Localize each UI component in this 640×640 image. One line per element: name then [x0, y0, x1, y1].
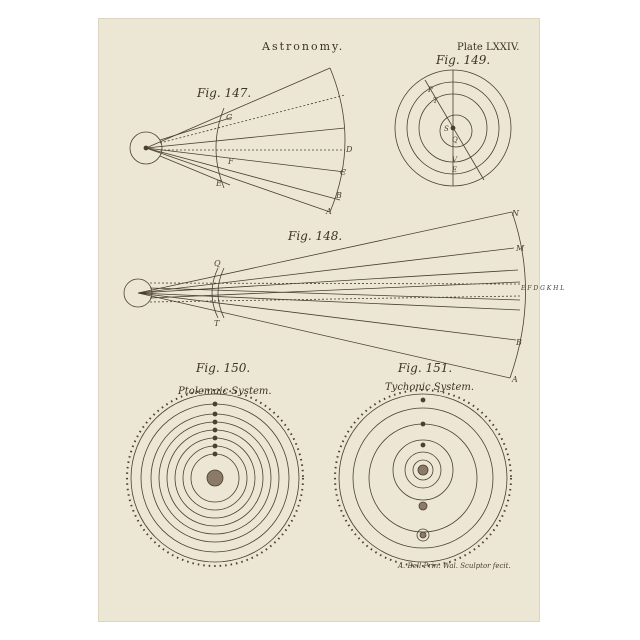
fig151-label: Fig. 151. — [397, 361, 452, 375]
fig150-label: Fig. 150. — [195, 361, 250, 375]
svg-text:D: D — [345, 145, 353, 154]
svg-text:S: S — [444, 125, 449, 133]
fig147-label: Fig. 147. — [196, 86, 251, 100]
svg-text:P: P — [427, 86, 433, 94]
svg-text:G: G — [226, 113, 233, 122]
fig148-diagram: Q T N M B A E F D G K H L — [123, 209, 564, 384]
svg-text:A: A — [511, 375, 518, 384]
fig148-label: Fig. 148. — [287, 229, 342, 243]
svg-text:C: C — [340, 168, 346, 177]
fig147-diagram: G F E D C B A — [129, 67, 353, 216]
fig149-label: Fig. 149. — [435, 53, 490, 67]
svg-text:N: N — [511, 209, 520, 218]
svg-text:A: A — [325, 207, 332, 216]
svg-text:M: M — [515, 244, 525, 253]
svg-text:F: F — [227, 157, 234, 166]
ptolemaic-system-diagram — [126, 389, 304, 567]
engraver-imprint: A. Bell Prin. Wal. Sculptor fecit. — [397, 562, 511, 570]
svg-text:E F D G K H L: E F D G K H L — [520, 285, 564, 292]
svg-text:E: E — [215, 179, 222, 188]
svg-text:T: T — [433, 97, 439, 105]
svg-text:E: E — [451, 166, 457, 174]
svg-text:Q: Q — [214, 259, 221, 268]
svg-text:T: T — [214, 319, 220, 328]
fig150-caption: Ptolemaic System. — [177, 386, 272, 397]
svg-text:Q: Q — [452, 136, 458, 144]
fig149-diagram: P T S Q V E — [394, 69, 512, 187]
svg-text:V: V — [452, 156, 458, 164]
svg-text:B: B — [335, 191, 342, 200]
plate-number: Plate LXXIV. — [457, 42, 520, 53]
svg-text:B: B — [515, 338, 522, 347]
tychonic-system-diagram — [334, 389, 512, 567]
fig151-caption: Tychonic System. — [385, 382, 474, 393]
plate-title: Astronomy. — [261, 40, 344, 53]
